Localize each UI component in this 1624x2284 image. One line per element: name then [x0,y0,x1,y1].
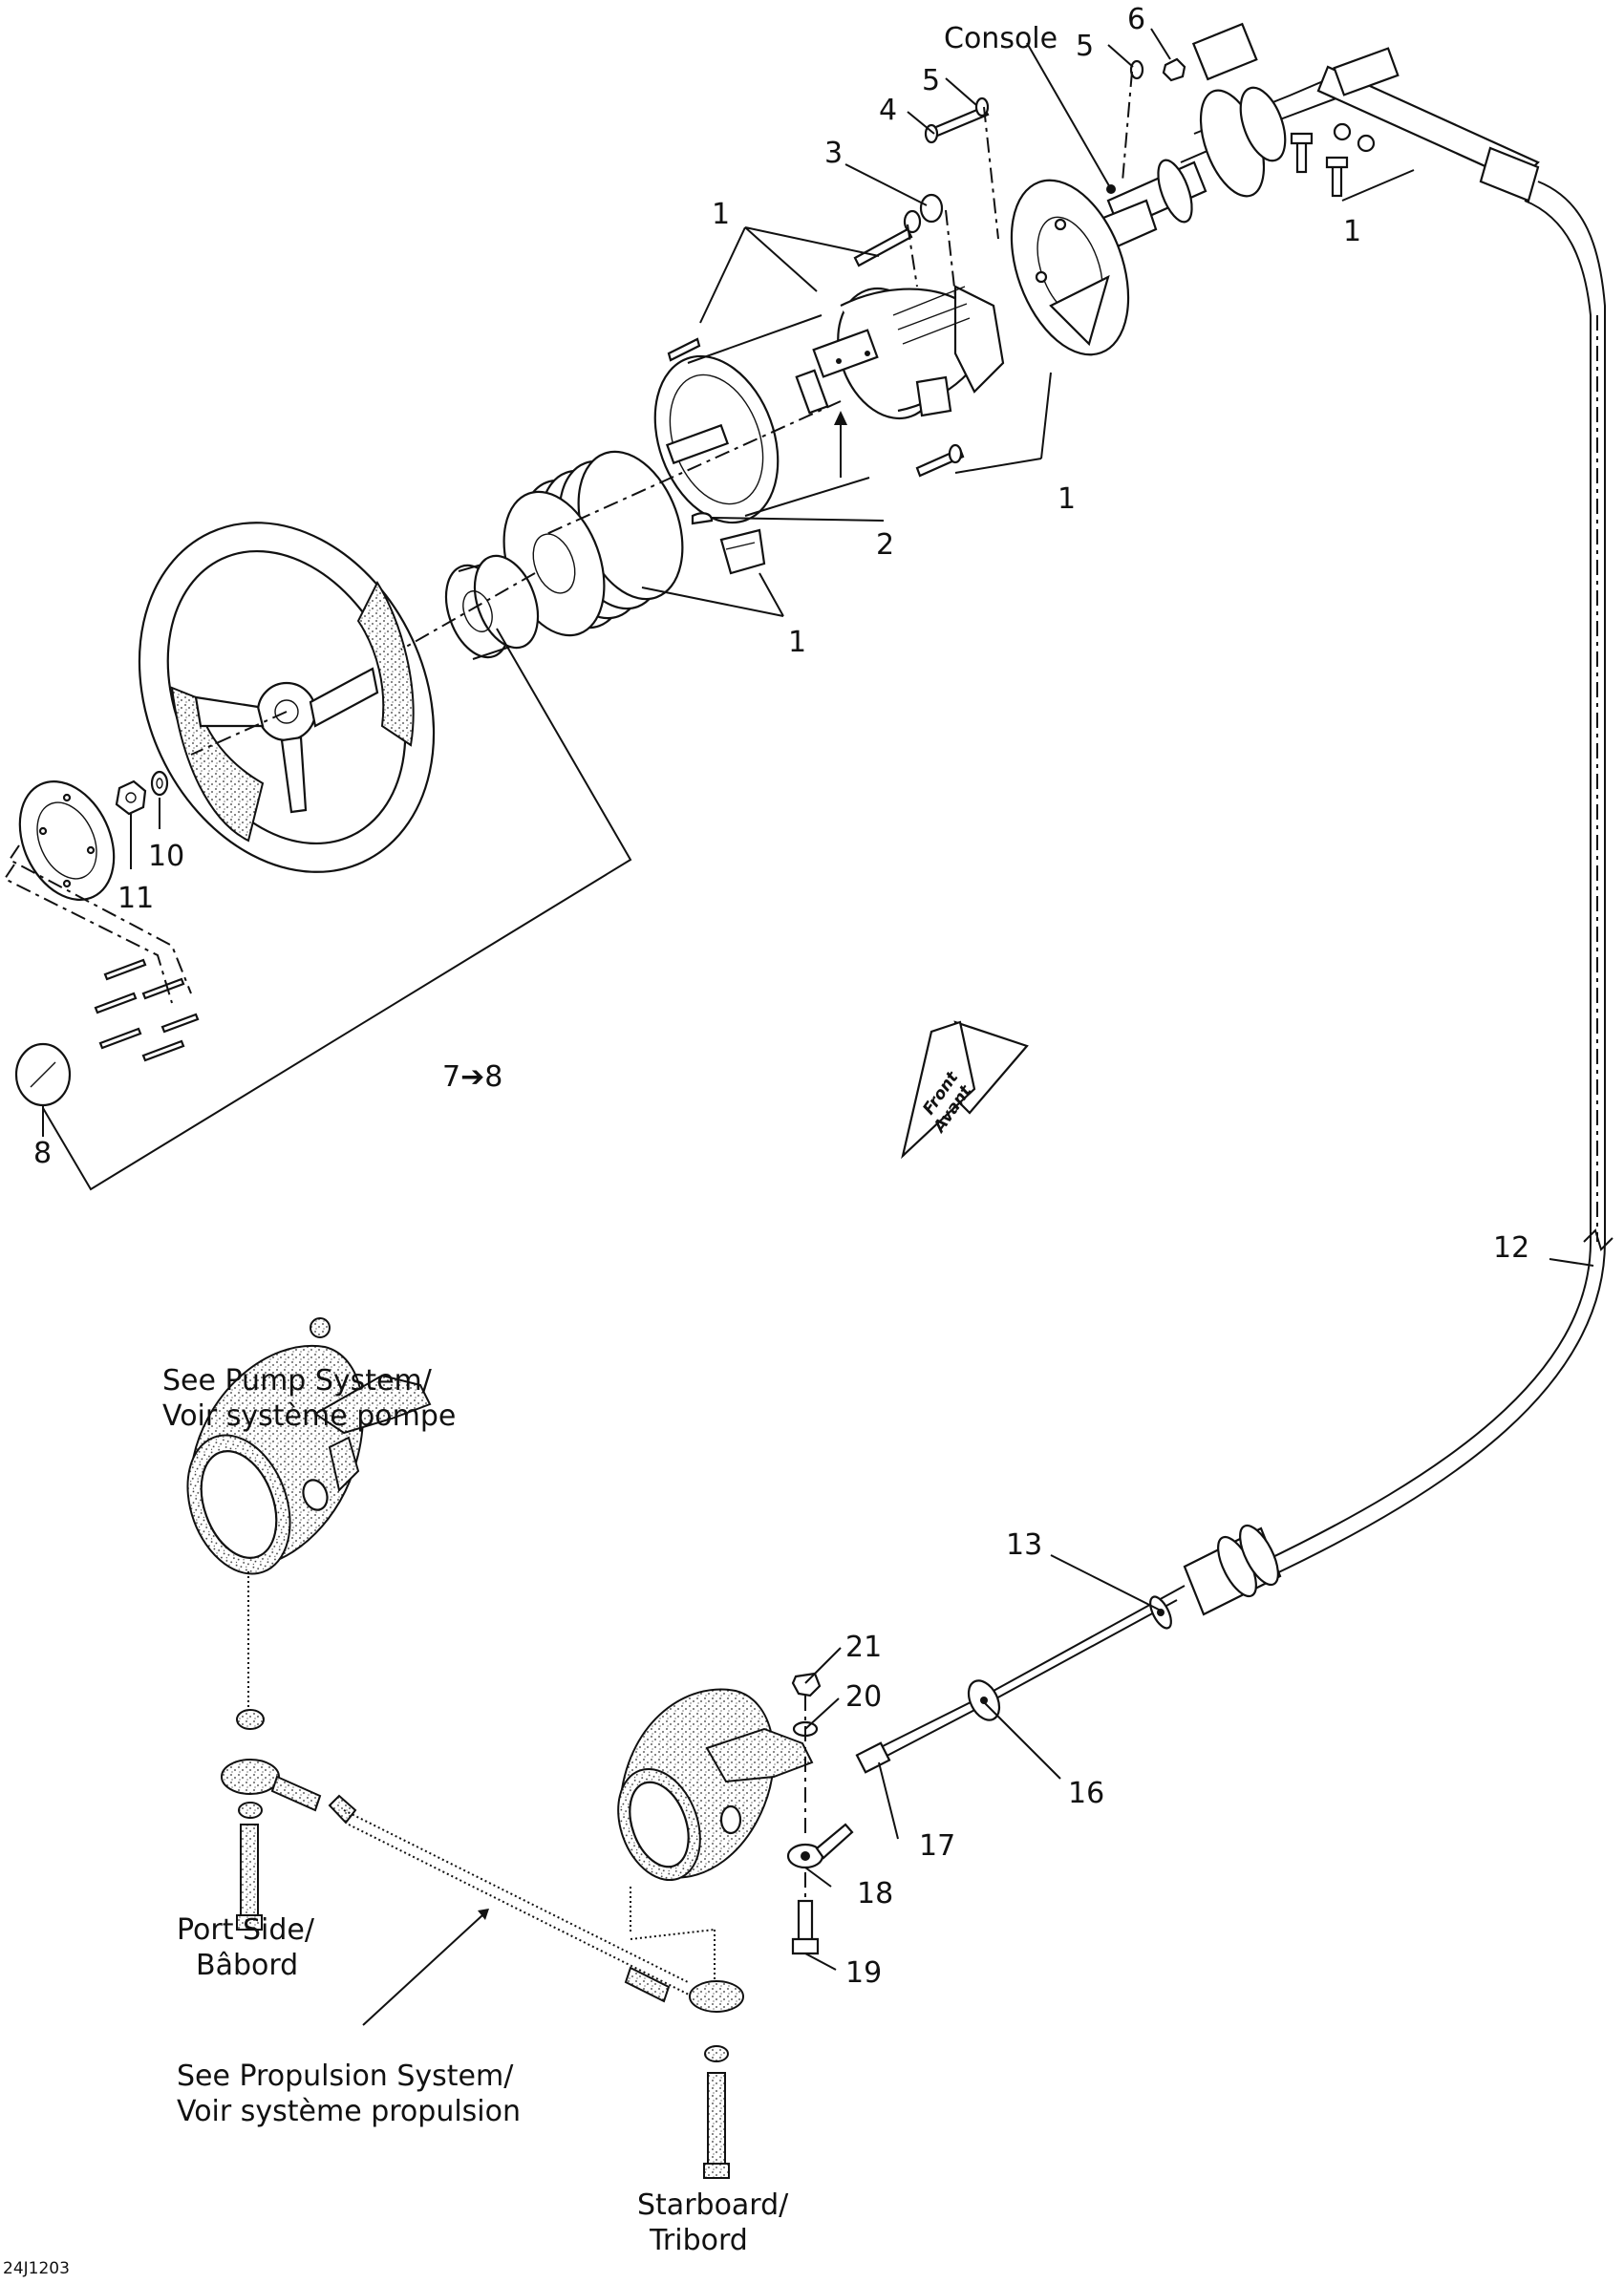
label-console: Console [944,22,1058,55]
emblem-cap [14,1042,72,1107]
trim-ring [18,779,116,902]
label-4: 4 [879,94,897,127]
propulsion-ref-line2: Voir système propulsion [177,2095,521,2128]
damper-ring-stack [502,450,684,637]
hub-adaptor [444,554,540,660]
starboard-ref-line1: Starboard/ [637,2188,789,2222]
lock-washer-3 [919,193,944,224]
bolt-19 [791,1899,820,1955]
diagram-id: 24J1203 [3,2259,70,2278]
label-1-top: 1 [712,198,730,231]
reference-labels: See Pump System/ Voir système pompe Port… [162,1364,789,2257]
washer-5b [1129,59,1144,80]
console-mount [1010,179,1130,356]
bolt [1325,156,1349,198]
label-18: 18 [857,1877,893,1910]
steering-cable [1260,181,1613,1577]
pump-nozzle [186,1317,432,1575]
label-5b: 5 [1076,30,1094,63]
label-16: 16 [1068,1777,1104,1810]
front-direction-arrow: Front Avant [901,1020,1029,1160]
label-20: 20 [845,1680,882,1714]
starboard-nozzle [617,1688,814,1934]
label-1-lower-right: 1 [1058,482,1076,516]
screw-1b [667,337,701,362]
label-6: 6 [1127,3,1145,36]
propulsion-ref-line1: See Propulsion System/ [177,2060,514,2093]
label-5: 5 [922,64,940,97]
label-12: 12 [1493,1231,1529,1265]
leader-lines [42,28,1594,2026]
label-1-right: 1 [1343,215,1361,248]
ball-joint-18 [786,1823,854,1869]
nut-21 [791,1672,822,1697]
callout-labels: Console 6 5 5 4 3 1 1 1 2 1 10 11 7➔8 8 … [33,3,1529,1990]
label-17: 17 [919,1829,955,1863]
label-8: 8 [33,1137,52,1170]
hub-housing [653,314,870,524]
key-2 [691,512,714,525]
label-21: 21 [845,1631,882,1664]
pump-ref-line2: Voir système pompe [162,1399,456,1433]
nut-6 [1162,57,1186,82]
starboard-ref-line2: Tribord [649,2224,748,2257]
label-11: 11 [118,882,154,915]
tilt-mechanism [795,285,1005,420]
washer-1c [948,443,963,464]
label-1-bottom: 1 [788,626,806,659]
label-10: 10 [148,840,184,873]
insert-block [719,528,766,575]
label-7-8: 7➔8 [442,1060,502,1094]
label-19: 19 [845,1956,882,1990]
label-2: 2 [876,528,894,562]
screw-set [94,958,200,1062]
steering-wheel [138,522,436,873]
cable-end-fitting [855,1524,1282,1774]
starboard-side-linkage [630,1929,744,2179]
label-13: 13 [1006,1528,1042,1562]
port-ref-line1: Port Side/ [177,1913,315,1947]
steering-column [1097,22,1540,250]
bolt [1290,132,1314,174]
pump-ref-line1: See Pump System/ [162,1364,433,1398]
label-3: 3 [824,137,843,170]
nut-and-washer [115,770,169,816]
washer-5 [974,96,990,117]
port-side-linkage [221,1571,694,2003]
bolt-1a [853,227,913,267]
port-ref-line2: Bâbord [196,1949,298,1982]
